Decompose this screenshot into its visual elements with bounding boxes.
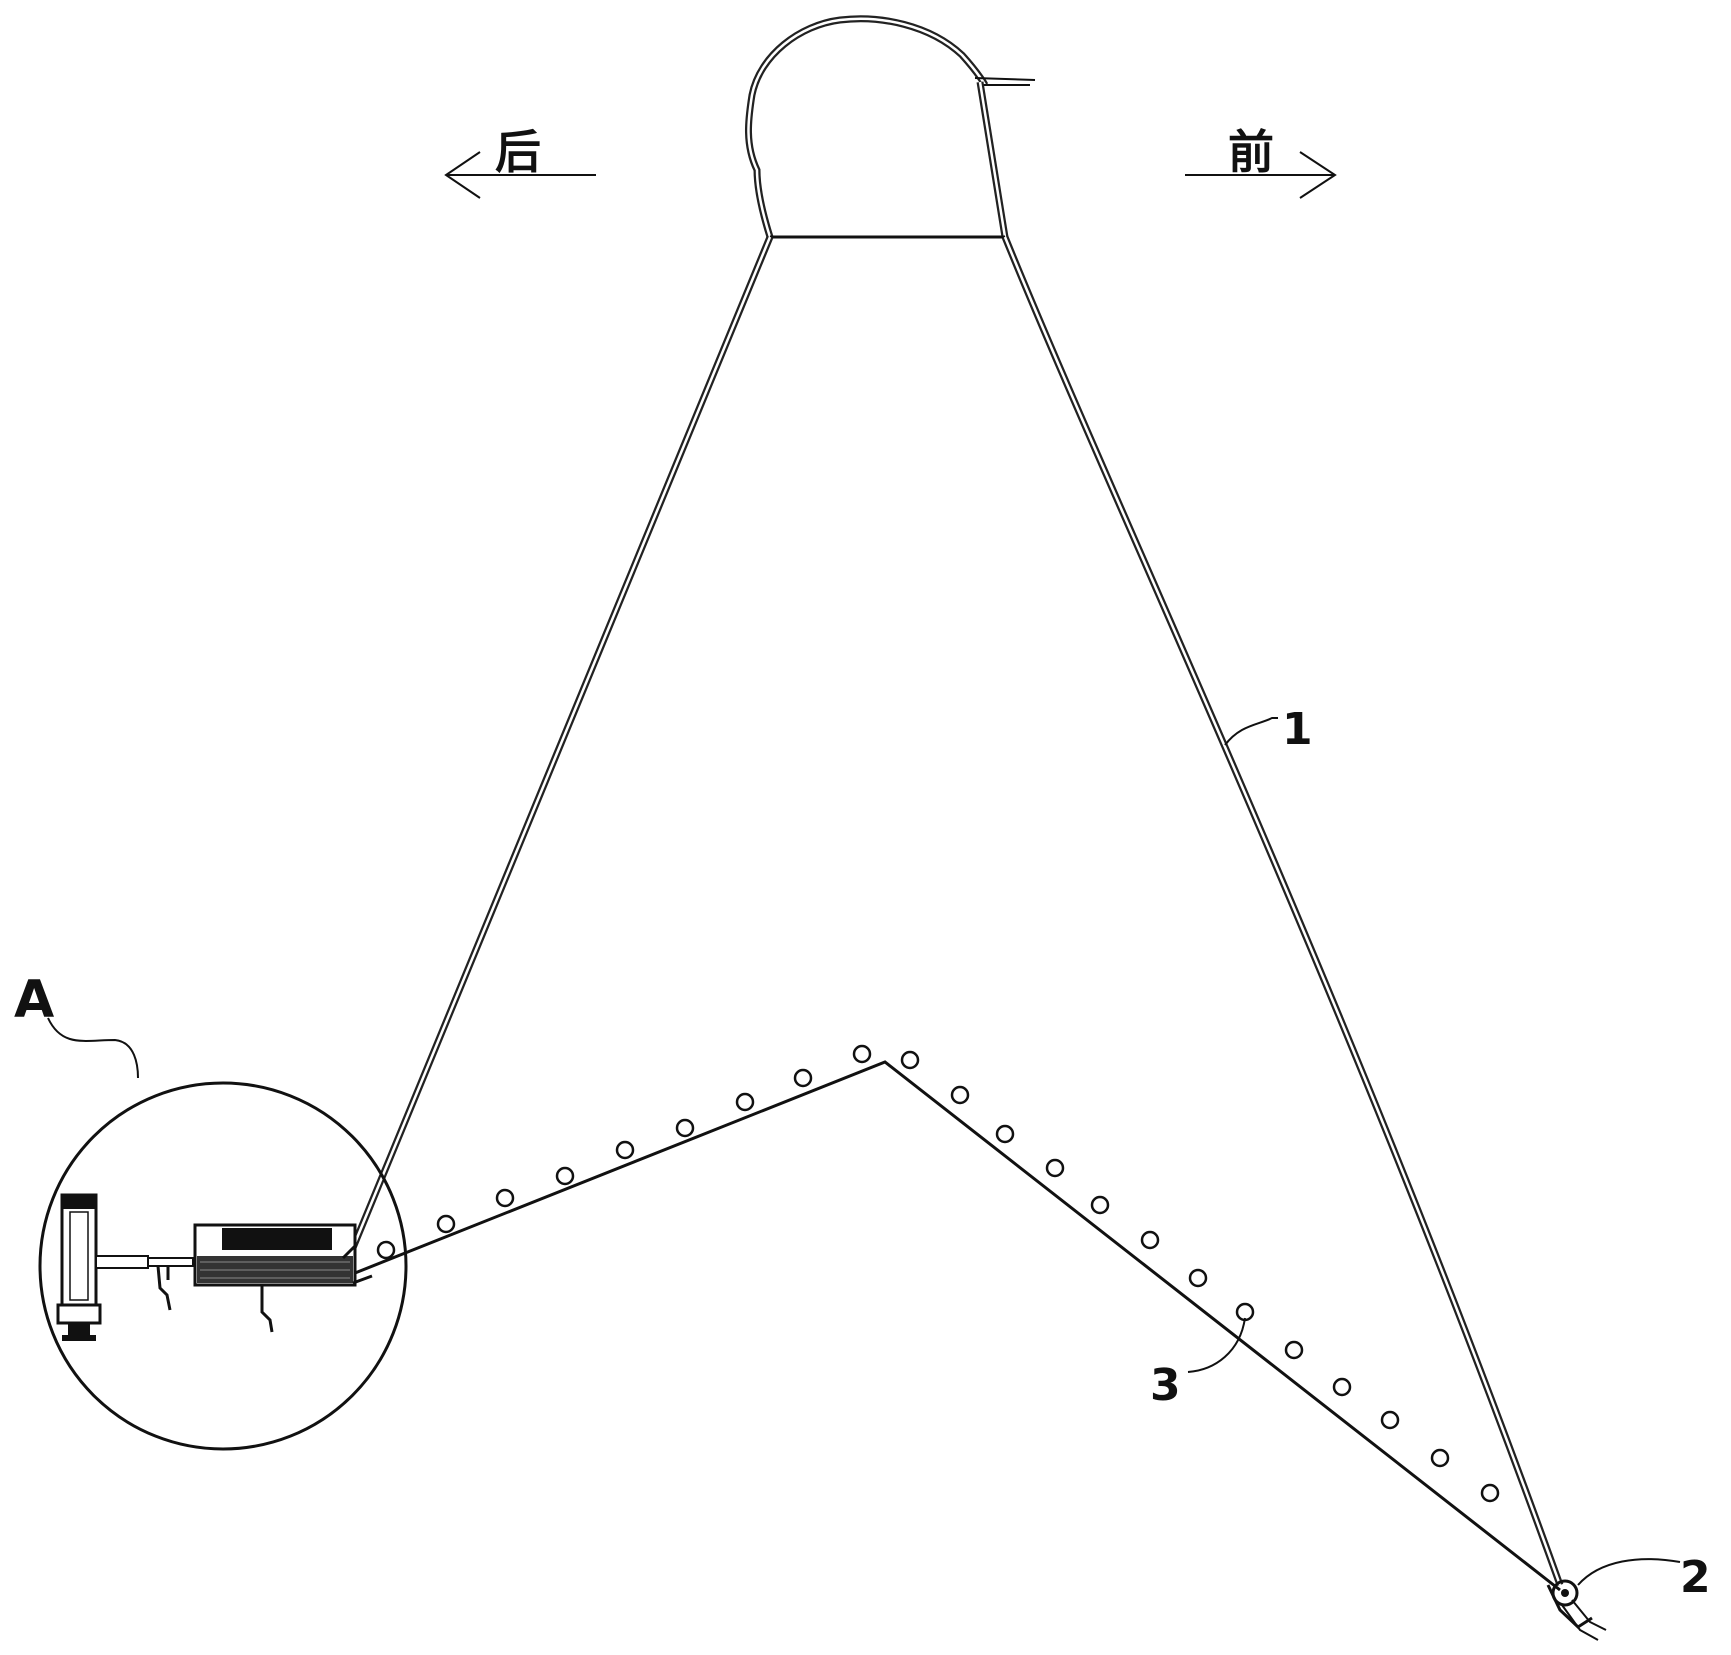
direction-front-label: 前 [1228, 125, 1274, 179]
callout-1-label: 1 [1282, 704, 1313, 755]
callout-3-label: 3 [1150, 1360, 1181, 1411]
float-ball [995, 1124, 1015, 1144]
float-ball [555, 1166, 575, 1186]
net-bag-top [744, 15, 1036, 239]
net-wing-front [1001, 235, 1564, 1587]
float-ball [1045, 1158, 1065, 1178]
float-ball [852, 1044, 872, 1064]
float-ball [436, 1214, 456, 1234]
callout-2-label: 2 [1680, 1552, 1711, 1603]
float-balls [376, 1044, 1500, 1503]
float-ball [1430, 1448, 1450, 1468]
float-ball [900, 1050, 920, 1070]
float-ball [1332, 1377, 1352, 1397]
detail-a-label: A [14, 970, 54, 1030]
float-ball [1235, 1302, 1255, 1322]
float-ball [793, 1068, 813, 1088]
float-ball [1380, 1410, 1400, 1430]
direction-back-arrow: 后 [444, 125, 596, 199]
float-ball [1140, 1230, 1160, 1250]
float-ball [615, 1140, 635, 1160]
float-ball [376, 1240, 396, 1260]
callout-3: 3 [1150, 1317, 1246, 1411]
float-ball [675, 1118, 695, 1138]
float-ball [495, 1188, 515, 1208]
direction-back-label: 后 [495, 125, 541, 179]
float-ball [1284, 1340, 1304, 1360]
callout-1: 1 [1224, 704, 1313, 755]
float-ball [1090, 1195, 1110, 1215]
callout-2: 2 [1577, 1552, 1711, 1603]
detail-a-circle [38, 1081, 408, 1451]
net-end-device [1546, 1579, 1607, 1641]
float-ball [735, 1092, 755, 1112]
float-ball [1480, 1483, 1500, 1503]
net-wing-back [346, 235, 774, 1257]
ground-rope [349, 1060, 1561, 1592]
float-ball [1188, 1268, 1208, 1288]
float-ball [950, 1085, 970, 1105]
detail-a: A [14, 970, 408, 1451]
direction-front-arrow: 前 [1185, 125, 1337, 199]
